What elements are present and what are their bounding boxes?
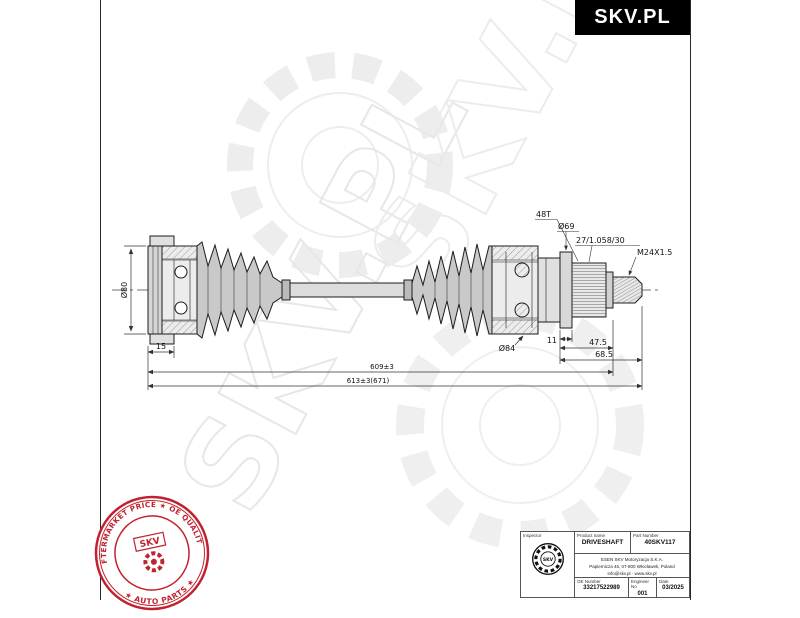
dimensions: Ø80 15 Ø84 11 47.5 68.5 609±3 613±3(671) [119, 245, 643, 390]
groove [605, 271, 614, 309]
part-number-label: Part Number [633, 533, 659, 538]
bearing-ball [174, 265, 188, 279]
callout-spline-spec: 27/1.058/30 [576, 236, 625, 245]
dim-len11: 11 [547, 336, 557, 345]
brand-logo-text: SKV.PL [594, 6, 671, 28]
dim-len15: 15 [156, 342, 166, 351]
dim-dia84: Ø84 [499, 343, 515, 353]
engineer-no-value: 001 [637, 590, 648, 597]
callout-thread-spec: M24X1.5 [637, 248, 672, 257]
stub-shaft [559, 251, 643, 329]
boot-clamp [281, 279, 291, 301]
right-cv-joint [491, 245, 561, 335]
product-name-value: DRIVESHAFT [581, 539, 624, 547]
abs-ring [559, 251, 573, 329]
bearing-ball [174, 301, 188, 315]
left-cv-joint [147, 235, 199, 345]
inspector-label: Inspector [523, 533, 542, 538]
driveshaft [147, 235, 643, 345]
oe-number-label: OE Number [577, 579, 601, 584]
date-cell: Date 03/2025 [657, 578, 689, 597]
oe-number-value: 33217522989 [583, 585, 620, 592]
dim-len68-5: 68.5 [595, 350, 613, 359]
company-info-cell: ESEN SKV Motoryzacja S.K.A. Papiernicza … [575, 554, 689, 578]
title-block-inspector-cell: Inspector SKV [521, 532, 575, 597]
callout-dia69: Ø69 [558, 221, 574, 231]
dim-len609: 609±3 [370, 363, 394, 371]
product-name-cell: Product name DRIVESHAFT [575, 532, 631, 554]
engineer-no-cell: Engineer No 001 [629, 578, 657, 597]
inspector-stamp-icon: SKV [531, 543, 564, 576]
company-line-2: Papiernicza 45, 07-800 Włocławek, Poland [589, 563, 675, 569]
dim-len613: 613±3(671) [347, 377, 390, 385]
company-line-3: info@skv.pl · www.skv.pl [607, 570, 657, 576]
dim-dia80: Ø80 [119, 282, 129, 298]
oe-number-cell: OE Number 33217522989 [575, 578, 629, 597]
bearing-ball [514, 262, 530, 278]
dim-len47-5: 47.5 [589, 338, 607, 347]
shaft [281, 279, 413, 301]
badge-center-label: SKV [139, 536, 161, 550]
title-block: Inspector SKV Product name DRIVESHAFT Pa… [520, 531, 690, 598]
callout-48T: 48T [536, 210, 551, 219]
technical-drawing: SKV.PL SKV.PL [100, 0, 691, 600]
watermark-gears [227, 52, 644, 549]
badge-gear-icon [143, 551, 165, 573]
callouts: 48T Ø69 27/1.058/30 M24X1.5 [535, 210, 672, 276]
engineer-no-label: Engineer No [631, 579, 650, 590]
part-number-cell: Part Number 40SKV117 [631, 532, 689, 554]
date-label: Date [659, 579, 669, 584]
bearing-ball [514, 302, 530, 318]
quality-badge-seal: AFTERMARKET PRICE ★ OE QUALITY ★ AUTO PA… [89, 490, 210, 613]
product-name-label: Product name [577, 533, 606, 538]
part-number-value: 40SKV117 [644, 539, 676, 547]
quality-badge: AFTERMARKET PRICE ★ OE QUALITY ★ AUTO PA… [89, 490, 212, 613]
company-line-1: ESEN SKV Motoryzacja S.K.A. [600, 557, 664, 562]
inspector-stamp-text: SKV [542, 557, 553, 563]
brand-logo: SKV.PL [575, 0, 690, 35]
boot-clamp [403, 279, 413, 301]
page: { "brand": { "logo_text": "SKV.PL" }, "w… [89, 0, 691, 613]
date-value: 03/2025 [662, 585, 684, 592]
